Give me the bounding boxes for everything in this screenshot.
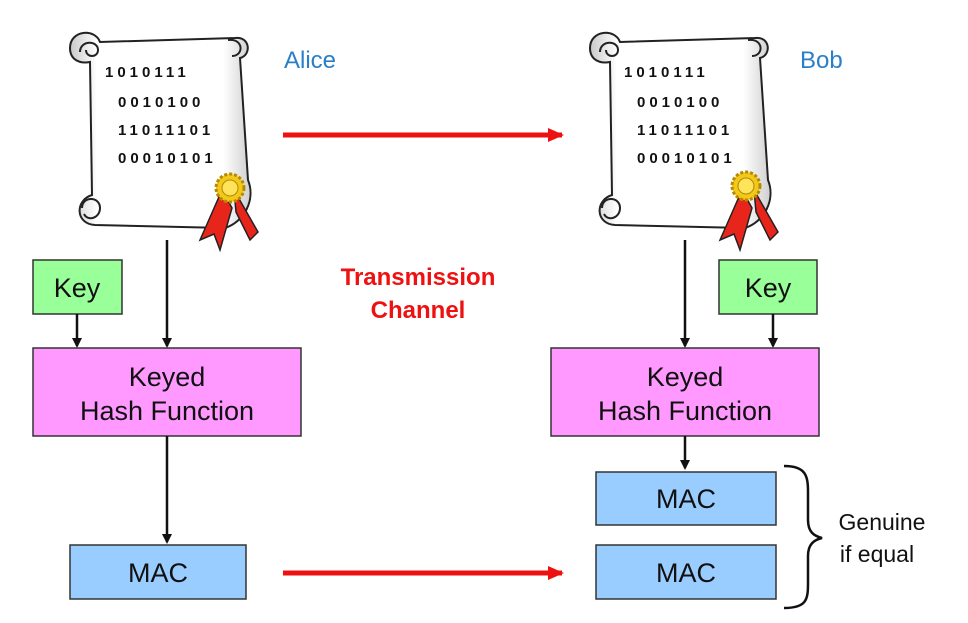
alice-mac-label: MAC xyxy=(128,558,188,588)
alice-mac-box xyxy=(69,544,247,600)
bob-message-line: 00010101 xyxy=(637,150,736,167)
channel-label-line1: Transmission xyxy=(341,264,496,291)
alice-key-label: Key xyxy=(54,273,101,303)
alice-message-scroll-icon xyxy=(68,32,259,253)
bob-key-label: Key xyxy=(745,273,792,303)
verdict-line1: Genuine xyxy=(839,509,926,535)
alice-hash-label-line1: Keyed xyxy=(129,362,206,392)
channel-label-line2: Channel xyxy=(371,297,466,324)
bob-keyed-hash-box xyxy=(550,347,820,437)
bob-computed-mac-box xyxy=(595,471,777,526)
alice-message-line: 00010101 xyxy=(118,150,217,167)
alice-hash-label-line2: Hash Function xyxy=(80,396,254,426)
comparison-brace-icon xyxy=(783,464,823,610)
verdict-line2: if equal xyxy=(840,541,914,567)
bob-hash-label-line2: Hash Function xyxy=(598,396,772,426)
bob-key-box xyxy=(718,259,818,315)
ribbon-icon xyxy=(198,188,233,253)
alice-message-line: 0010100 xyxy=(118,94,204,111)
alice-message-line: 11011101 xyxy=(118,122,214,139)
ribbon-icon xyxy=(718,188,753,253)
alice-name: Alice xyxy=(284,47,336,74)
bob-message-line: 0010100 xyxy=(637,94,723,111)
bob-message-line: 1010111 xyxy=(624,64,709,81)
bob-computed-mac-label: MAC xyxy=(656,484,716,514)
alice-keyed-hash-box xyxy=(32,347,302,437)
alice-key-box xyxy=(32,259,123,315)
bob-hash-label-line1: Keyed xyxy=(647,362,724,392)
bob-name: Bob xyxy=(800,47,843,74)
bob-received-mac-label: MAC xyxy=(656,558,716,588)
alice-message-line: 1010111 xyxy=(105,64,190,81)
bob-message-scroll-icon xyxy=(588,32,779,253)
bob-message-line: 11011101 xyxy=(637,122,733,139)
bob-received-mac-box xyxy=(595,544,777,600)
